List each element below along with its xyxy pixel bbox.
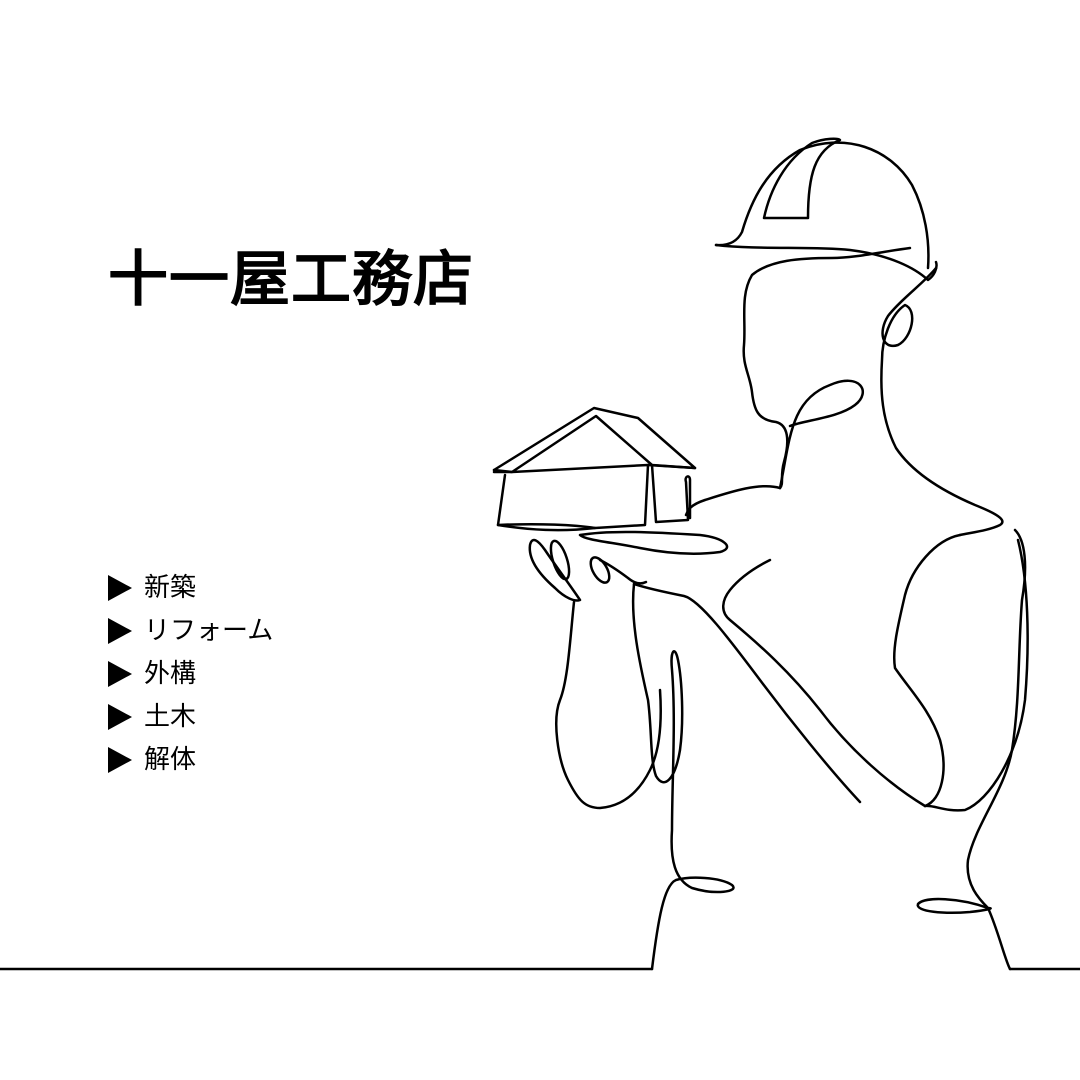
forearm-lower bbox=[632, 582, 862, 804]
house-roof-back bbox=[492, 463, 697, 474]
service-label: 土木 bbox=[144, 701, 197, 732]
house-side bbox=[650, 463, 692, 524]
service-label: 外構 bbox=[144, 658, 197, 689]
shoulder-right bbox=[892, 533, 962, 808]
house-front bbox=[496, 463, 650, 530]
service-label: 新築 bbox=[144, 572, 197, 603]
hand-fingers bbox=[528, 538, 582, 602]
service-label: リフォーム bbox=[144, 615, 274, 646]
ear-curl bbox=[778, 379, 864, 490]
triangle-right-icon bbox=[108, 617, 132, 644]
service-item-civil-engineering: 土木 bbox=[108, 695, 273, 738]
foot-loop bbox=[916, 897, 992, 914]
triangle-right-icon bbox=[108, 703, 132, 730]
service-item-demolition: 解体 bbox=[108, 738, 273, 781]
service-item-reform: リフォーム bbox=[108, 609, 273, 652]
hand-palm bbox=[578, 530, 729, 555]
service-item-exterior: 外構 bbox=[108, 652, 273, 695]
house-base-curve bbox=[496, 523, 597, 532]
triangle-right-icon bbox=[108, 746, 132, 773]
arm-hanging-inner bbox=[631, 582, 735, 971]
thumb bbox=[598, 558, 648, 585]
forearm bbox=[722, 558, 927, 808]
finger-loop-2 bbox=[589, 556, 611, 584]
arm-left bbox=[684, 484, 782, 517]
company-title: 十一屋工務店 bbox=[108, 245, 474, 315]
face-profile bbox=[742, 246, 912, 490]
body-inner bbox=[923, 538, 1029, 812]
services-list: 新築 リフォーム 外構 土木 解体 bbox=[108, 566, 273, 781]
service-item-new-build: 新築 bbox=[108, 566, 273, 609]
triangle-right-icon bbox=[108, 660, 132, 687]
head-outline bbox=[880, 266, 1004, 537]
helmet-brim bbox=[714, 243, 938, 282]
triangle-right-icon bbox=[108, 574, 132, 601]
finger-loop-1 bbox=[549, 539, 571, 581]
helmet-ridge bbox=[762, 137, 842, 220]
house-roof bbox=[492, 406, 697, 474]
service-label: 解体 bbox=[144, 744, 197, 775]
arm-hanging bbox=[555, 600, 662, 810]
